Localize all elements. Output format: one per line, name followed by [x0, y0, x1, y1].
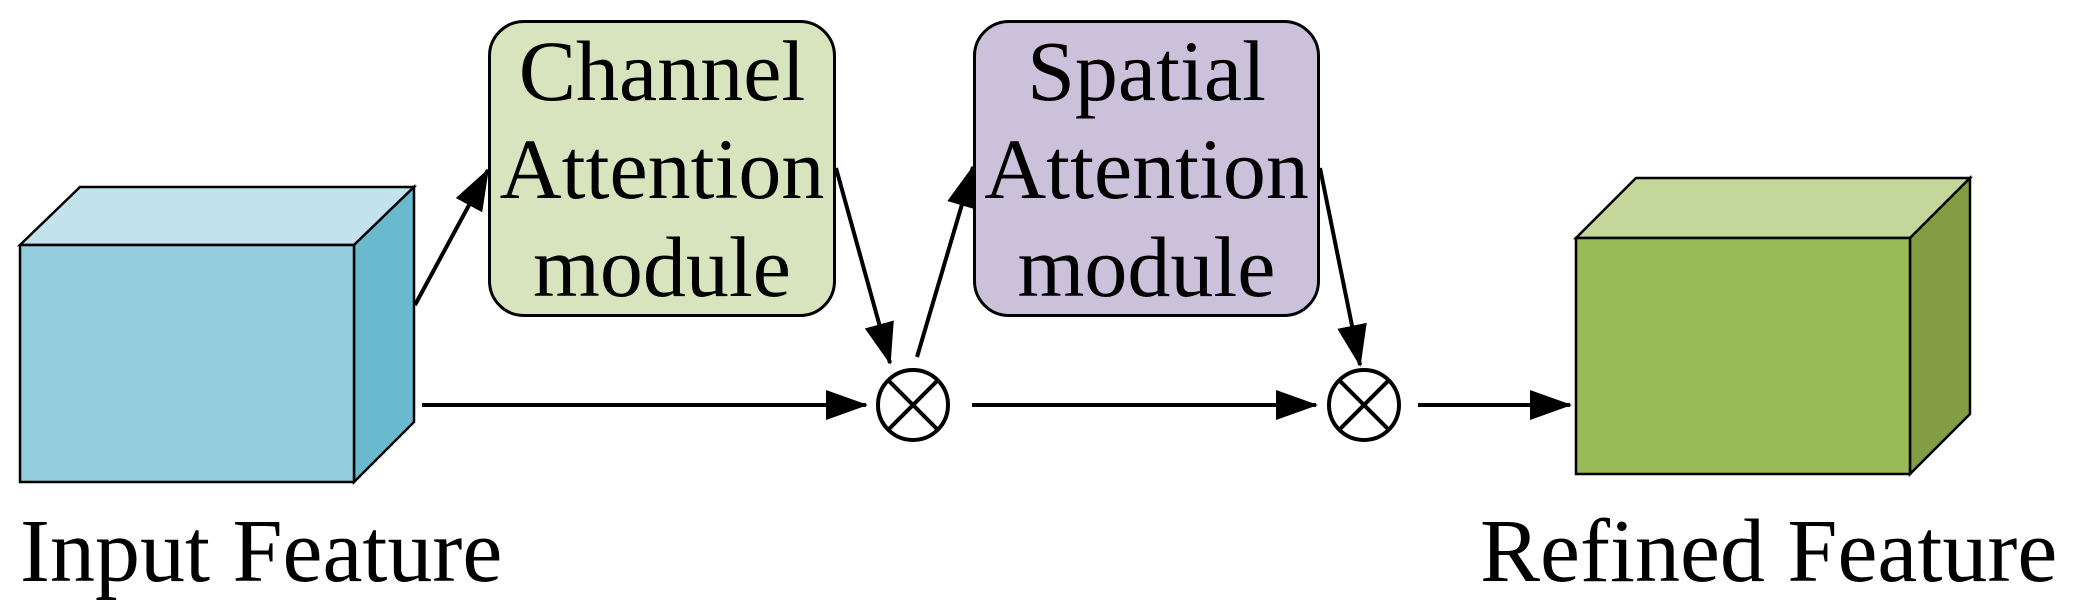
arrow-spatial-to-multiply-2 [1318, 167, 1367, 367]
channel-attention-module: Channel Attention module [488, 20, 836, 317]
refined-cube-top-face [1572, 176, 1974, 240]
channel-module-line-1: Channel [518, 22, 806, 119]
input-feature-label: Input Feature [20, 502, 503, 601]
refined-cube-front-face [1574, 236, 1912, 476]
multiply-cross-stroke [886, 378, 940, 432]
spatial-module-line-2: Attention [984, 120, 1309, 217]
connector-arrows [413, 165, 1572, 420]
channel-module-line-2: Attention [499, 120, 825, 217]
multiply-operator-1 [876, 368, 950, 442]
input-cube-front-face [18, 243, 356, 484]
spatial-module-line-3: module [1017, 218, 1276, 315]
spatial-module-line-1: Spatial [1027, 22, 1266, 119]
multiply-cross-stroke [1337, 378, 1391, 432]
refined-feature-cube [1572, 174, 1974, 478]
input-cube-top-face [16, 185, 418, 247]
input-feature-cube [16, 184, 418, 486]
refined-feature-label: Refined Feature [1480, 502, 2058, 601]
channel-module-line-3: module [533, 218, 791, 315]
arrow-multiply-1-to-spatial [915, 165, 977, 358]
multiply-operator-2 [1327, 368, 1401, 442]
arrow-input-to-channel [413, 168, 490, 306]
arrow-channel-to-multiply-1 [834, 167, 894, 365]
spatial-attention-module: Spatial Attention module [973, 20, 1320, 317]
